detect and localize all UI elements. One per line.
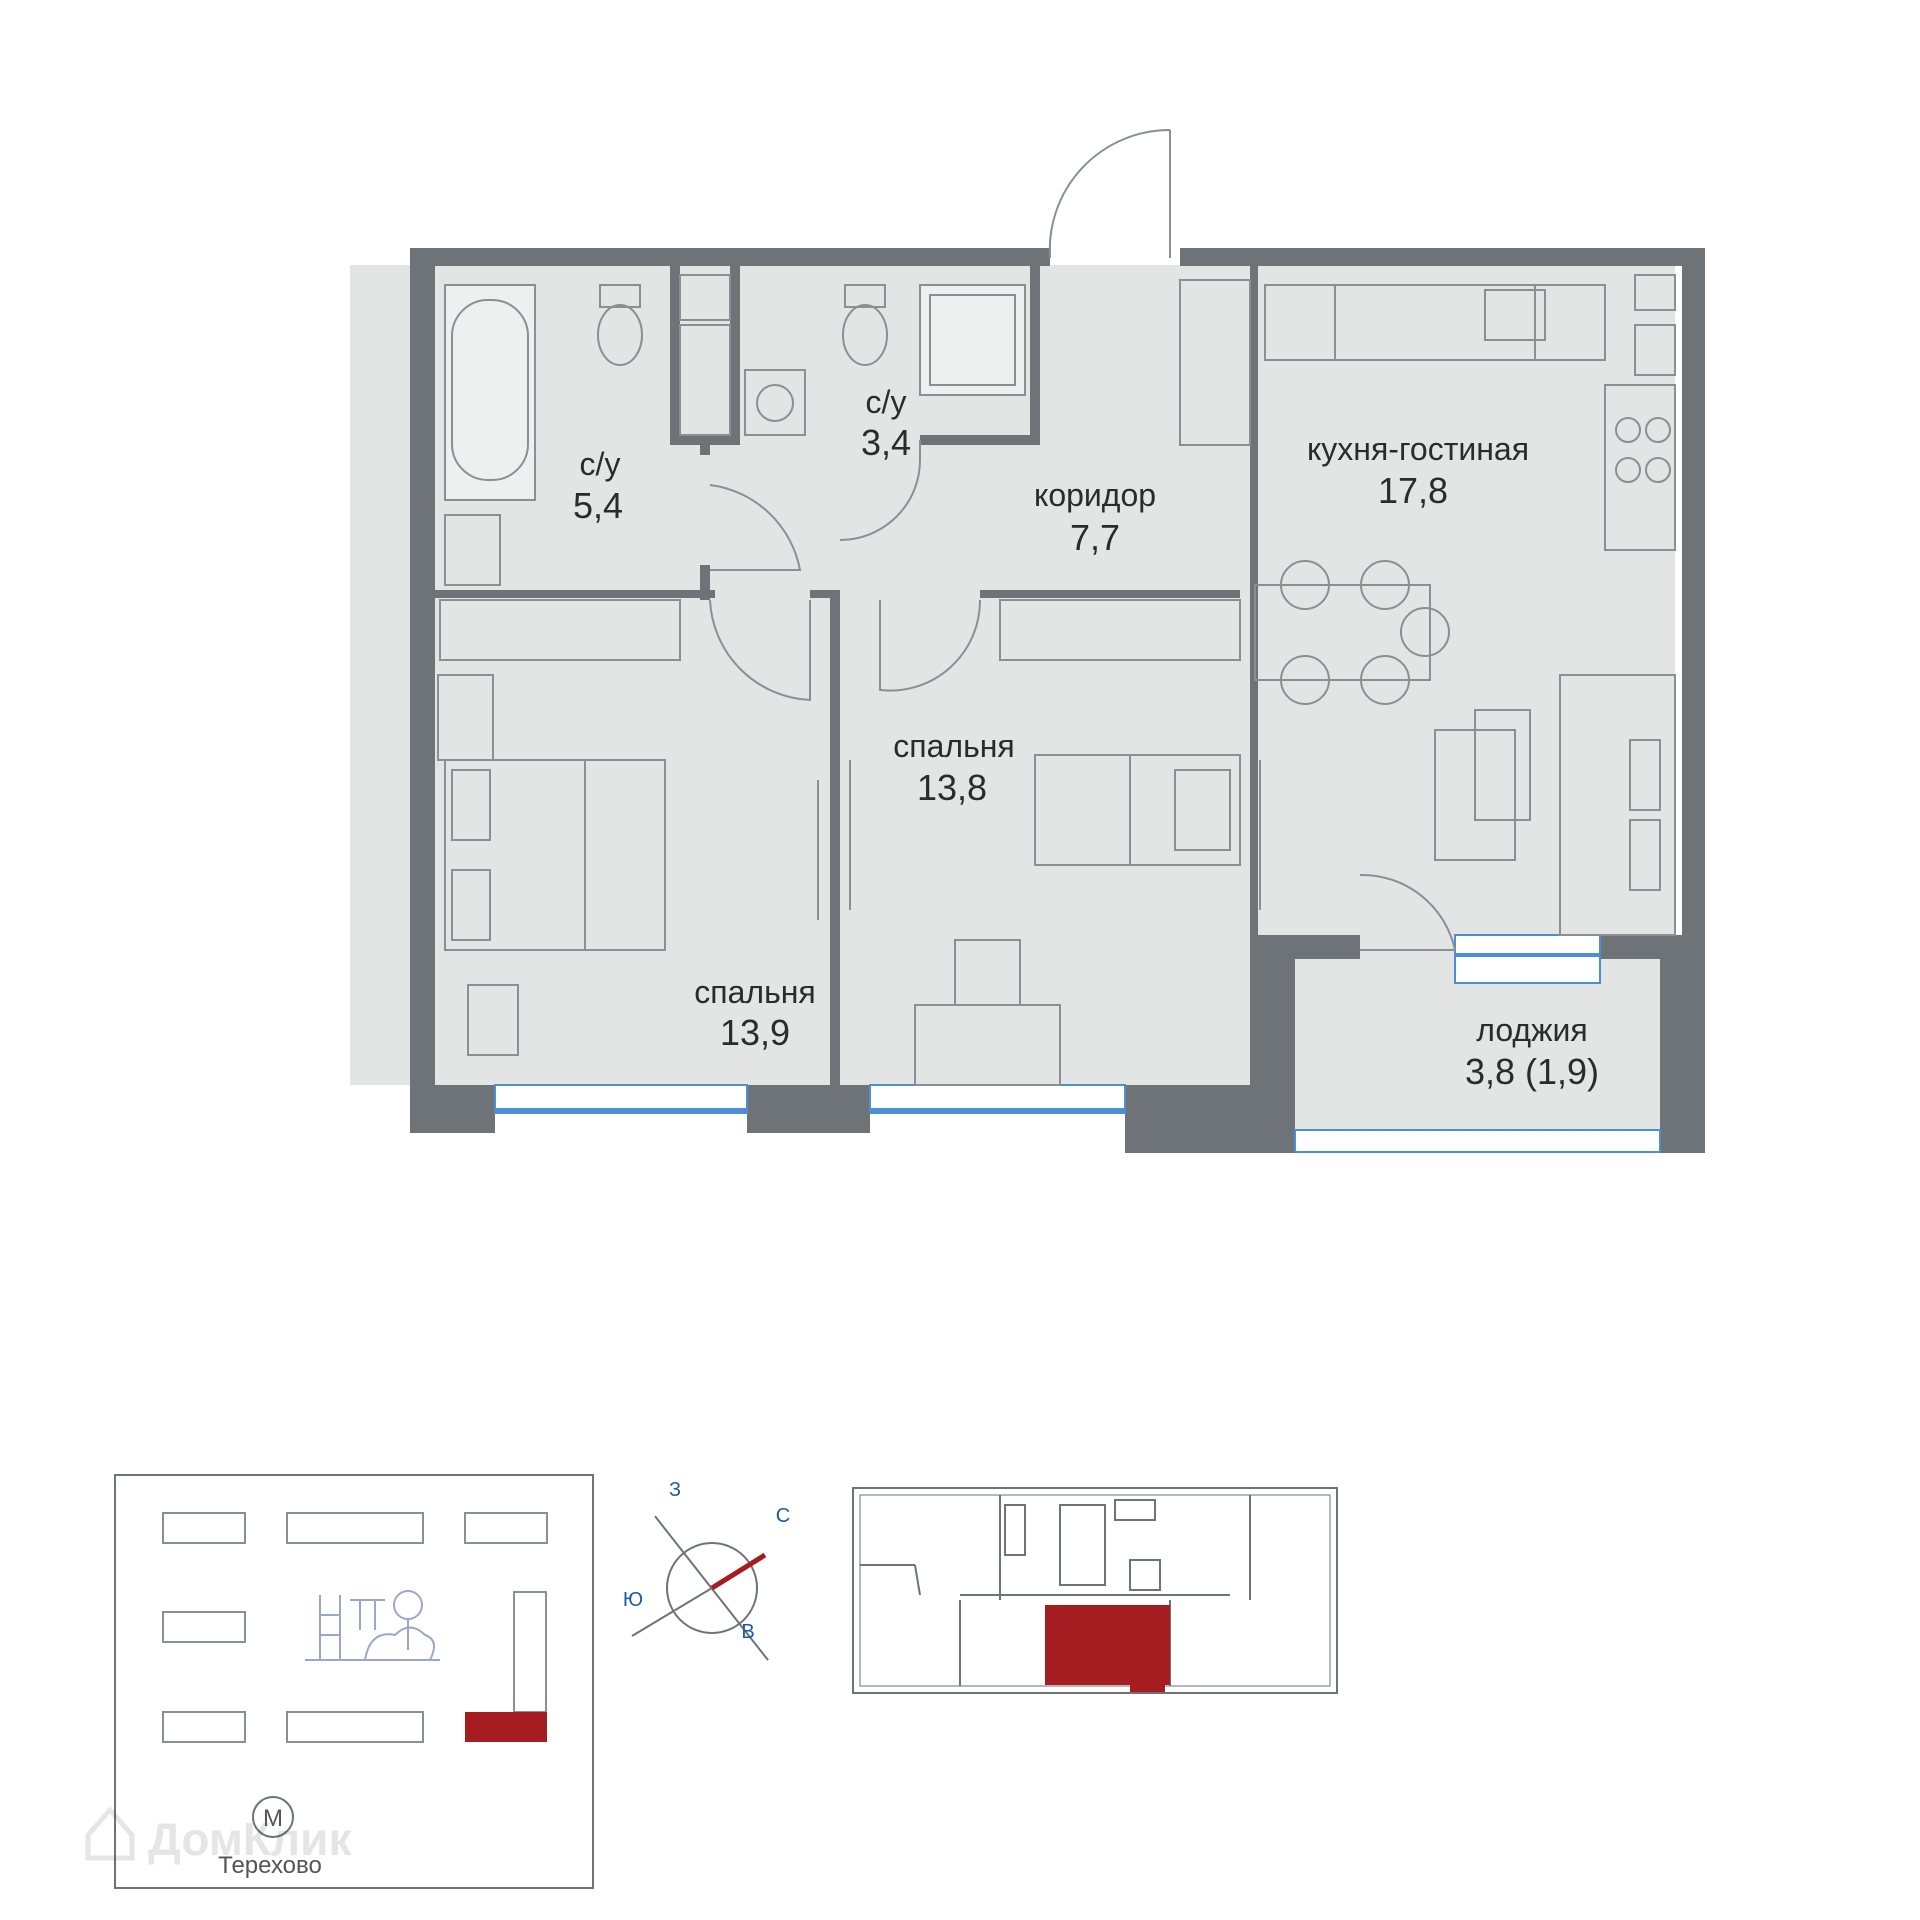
room-area: 5,4 [573, 485, 623, 526]
room-name: с/у [580, 446, 621, 482]
room-name: коридор [1034, 477, 1156, 513]
room-label-corridor: коридор 7,7 [1034, 477, 1156, 558]
room-name: кухня-гостиная [1307, 431, 1529, 467]
room-area: 7,7 [1070, 517, 1120, 558]
room-label-bedroom-middle: спальня 13,8 [893, 728, 1014, 808]
doors [709, 128, 1457, 951]
window-kitchen [1454, 934, 1601, 984]
kitchen-counter [1264, 274, 1676, 551]
room-label-bath2: с/у 3,4 [861, 384, 911, 463]
desk [914, 939, 1061, 1086]
compass-south: Ю [623, 1589, 643, 1611]
coffee-table [1434, 709, 1531, 861]
room-label-bedroom-left: спальня 13,9 [694, 974, 815, 1053]
room-label-kitchen: кухня-гостиная 17,8 [1307, 431, 1529, 511]
room-name: с/у [866, 384, 907, 420]
metro-symbol: М [263, 1805, 283, 1832]
washing-machine [744, 369, 806, 436]
room-area: 17,8 [1378, 470, 1448, 511]
shafts [679, 274, 731, 436]
room-name: спальня [893, 728, 1014, 764]
bed-middle [1034, 754, 1241, 866]
room-area: 3,8 (1,9) [1465, 1051, 1599, 1092]
room-name: спальня [694, 974, 815, 1010]
room-label-loggia: лоджия 3,8 (1,9) [1465, 1012, 1599, 1092]
floor-area [350, 265, 1675, 1150]
compass-west: З [669, 1479, 681, 1501]
watermark-text: ДомКлик [148, 1813, 352, 1865]
windows [494, 934, 1661, 1153]
building-highlight [465, 1712, 547, 1742]
toilet-1 [597, 284, 643, 366]
dining-table [1254, 560, 1450, 705]
window-loggia [1294, 1129, 1661, 1153]
wardrobes [439, 279, 1251, 661]
room-area: 13,9 [720, 1012, 790, 1053]
metro-station: Терехово [218, 1852, 322, 1879]
metro-icon: М [252, 1796, 294, 1838]
sofa [1559, 674, 1676, 936]
room-area: 13,8 [917, 767, 987, 808]
shower [919, 284, 1026, 396]
apartment-highlight [1045, 1605, 1170, 1692]
room-label-bath1: с/у 5,4 [573, 446, 623, 526]
room-name: лоджия [1476, 1012, 1587, 1048]
site-plan: М Терехово [114, 1474, 594, 1889]
compass-north: С [776, 1505, 790, 1527]
playground-icon [305, 1590, 440, 1661]
toilet-2 [842, 284, 888, 366]
bathtub [444, 284, 536, 501]
bed-left [444, 759, 666, 951]
compass: З С Ю В [623, 1479, 790, 1661]
sink-1 [444, 514, 501, 586]
floor-key-plan [852, 1487, 1338, 1694]
room-area: 3,4 [861, 422, 911, 463]
domclick-logo: ДомКлик [85, 1806, 352, 1865]
dresser-left [437, 674, 519, 1056]
compass-east: В [741, 1621, 754, 1643]
